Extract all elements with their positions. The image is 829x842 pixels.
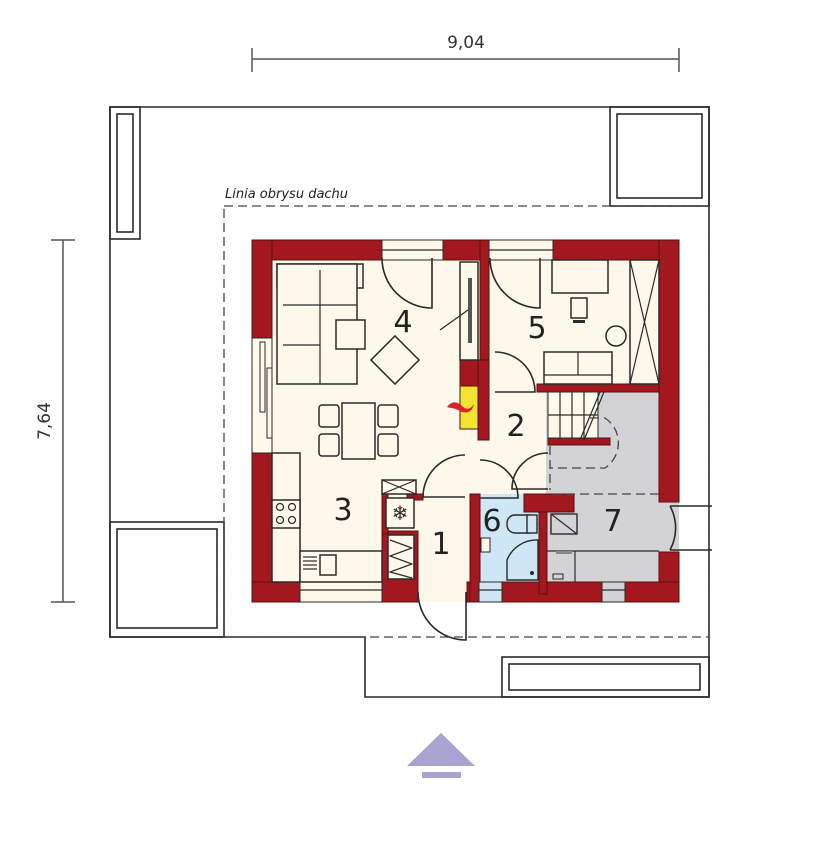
- room-4-label: 4: [393, 305, 412, 340]
- room-5-furniture: [543, 259, 660, 385]
- snowflake-icon: ❄: [392, 501, 409, 525]
- fireplace: [447, 385, 479, 430]
- entrance-arrow-icon: [407, 733, 475, 778]
- kitchen-furniture: ❄: [271, 452, 417, 583]
- windows: [251, 239, 626, 603]
- room-1-label: 1: [431, 527, 450, 562]
- room-labels: 1 2 3 4 5 6 7: [333, 305, 622, 562]
- stairs: [547, 391, 659, 495]
- roof-outline-label: Linia obrysu dachu: [225, 187, 348, 202]
- room-6-label: 6: [482, 504, 501, 539]
- room-2-label: 2: [506, 409, 525, 444]
- living-room-furniture: [276, 261, 479, 460]
- doors: [381, 257, 712, 641]
- room-5-label: 5: [527, 311, 546, 346]
- roof-outline: Linia obrysu dachu: [223, 187, 710, 638]
- width-dimension: 9,04: [251, 33, 680, 72]
- garage-furniture: [547, 513, 659, 582]
- room-3-label: 3: [333, 493, 352, 528]
- room-7-label: 7: [603, 504, 622, 539]
- bathroom-furniture: [480, 514, 539, 581]
- depth-dimension: 7,64: [35, 239, 75, 603]
- flame-icon: [447, 402, 474, 413]
- depth-label: 7,64: [35, 402, 55, 440]
- width-label: 9,04: [447, 33, 485, 53]
